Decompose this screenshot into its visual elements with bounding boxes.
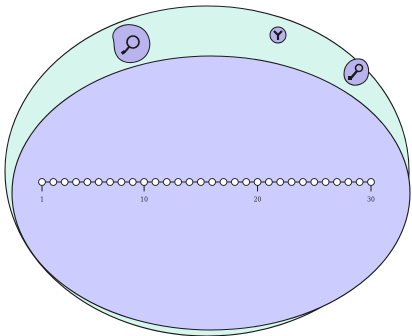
chain-node xyxy=(253,178,262,186)
chain-node xyxy=(162,178,171,186)
chain-tick-label: 10 xyxy=(140,196,148,203)
chain-node xyxy=(219,178,228,186)
chain-node xyxy=(140,178,148,186)
chain-node xyxy=(38,178,46,186)
chain-node xyxy=(151,178,160,186)
chain-node xyxy=(276,178,285,186)
chain-node xyxy=(72,178,80,186)
chain-node xyxy=(333,178,341,186)
chain-node xyxy=(367,178,375,186)
chain-node xyxy=(174,178,182,186)
key-glyph-icon xyxy=(343,58,370,86)
chain-node xyxy=(106,178,114,186)
inner-compartment xyxy=(11,55,411,331)
residue-chain: 1 10 20 30 xyxy=(38,178,375,203)
chain-node xyxy=(299,178,307,186)
magnifier-glyph-icon xyxy=(112,24,151,63)
chain-tick-label: 20 xyxy=(254,196,262,203)
chain-node xyxy=(128,178,137,186)
chain-node xyxy=(94,178,103,186)
chain-node xyxy=(83,178,92,186)
chain-node xyxy=(196,178,205,186)
chain-node xyxy=(287,178,296,186)
chain-node xyxy=(185,178,194,186)
chain-node xyxy=(242,178,251,186)
chain-node xyxy=(231,178,239,186)
chain-tick-label: 1 xyxy=(40,196,44,203)
chain-node xyxy=(49,178,58,186)
chain-node xyxy=(117,178,126,186)
chain-node xyxy=(265,178,273,186)
chain-node xyxy=(321,178,330,186)
chain-node xyxy=(344,178,353,186)
three-way-junction-glyph-icon xyxy=(269,26,287,44)
chain-node xyxy=(60,178,69,186)
chain-node xyxy=(355,178,364,186)
chain-node xyxy=(310,178,319,186)
chain-tick-label: 30 xyxy=(367,196,375,203)
chain-node xyxy=(208,178,217,186)
